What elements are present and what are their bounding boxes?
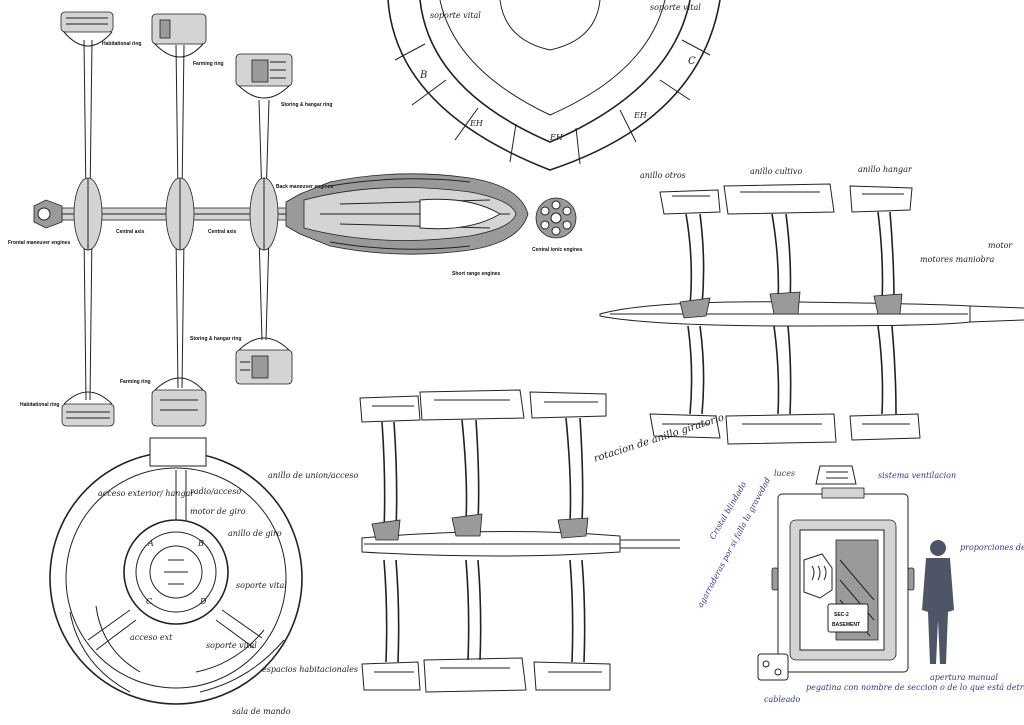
side-sketch-right: anillo otros anillo cultivo anillo hanga… <box>599 165 1024 445</box>
label-motor-edge: motor <box>988 241 1013 250</box>
label-soporte-vital-right: soporte vital <box>650 3 701 12</box>
label-storing-hangar-ring-bottom: Storing & hangar ring <box>190 336 241 342</box>
label-farming-ring-bottom: Farming ring <box>120 379 151 385</box>
label-sector-eh-2: EH <box>549 133 564 142</box>
label-sala-de-mando: sala de mando <box>232 707 291 716</box>
ring-pod-storing-top <box>235 53 293 99</box>
ring-pod-storing-bottom <box>235 337 293 385</box>
central-axis <box>33 177 289 251</box>
label-cableado: cableado <box>764 695 801 704</box>
cross-section-sketch: anillo de union/acceso acceso exterior/ … <box>49 437 358 716</box>
label-espacios-habitacionales: espacios habitacionales <box>262 665 358 674</box>
label-soporte-vital-1: soporte vital <box>236 581 287 590</box>
ring-top-sketch: soporte vital soporte vital B C EH EH EH <box>387 0 721 171</box>
label-anillo-hangar: anillo hangar <box>858 165 913 174</box>
panel-sec-label: SEC-2 <box>834 612 849 618</box>
label-acceso-exterior-hangar: acceso exterior/ hangar <box>98 489 195 498</box>
ring-pod-farming-top <box>151 13 207 58</box>
label-back-maneuver-engines: Back maneuver engines <box>276 184 333 190</box>
ring-pod-habitational-bottom <box>61 391 115 427</box>
label-acceso-ext: acceso ext <box>130 633 173 642</box>
label-sector-d: D <box>199 597 207 606</box>
label-sector-eh-1: EH <box>469 119 484 128</box>
label-apertura-manual: apertura manual <box>930 673 998 682</box>
ring-masts <box>83 39 270 401</box>
label-soporte-vital-2: soporte vital <box>206 641 257 650</box>
label-motor-de-giro: motor de giro <box>190 507 246 516</box>
ring-pod-habitational-top <box>60 11 114 47</box>
label-sector-a: A <box>147 539 154 548</box>
engine-ship-body <box>285 173 529 255</box>
label-frontal-maneuver-engines: Frontal maneuver engines <box>8 240 70 246</box>
label-proporciones-pasillo: proporciones del pasillo <box>960 543 1024 552</box>
middle-sketch: rotacion de anillo giratorio <box>359 389 726 693</box>
label-anillo-otros: anillo otros <box>640 171 686 180</box>
label-sector-b-section: B <box>197 539 204 548</box>
label-sector-c: C <box>688 56 696 67</box>
ring-pod-farming-bottom <box>151 377 207 427</box>
label-pegatina: pegatina con nombre de seccion o de lo q… <box>806 683 1024 692</box>
label-storing-hangar-ring-top: Storing & hangar ring <box>281 102 332 108</box>
label-anillo-de-giro: anillo de giro <box>228 529 282 538</box>
ionic-engines <box>535 197 577 239</box>
label-central-ionic-engines: Central ionic engines <box>532 247 583 253</box>
label-sector-c-section: C <box>146 597 152 606</box>
label-soporte-vital-left: soporte vital <box>430 11 481 20</box>
label-farming-ring-top: Farming ring <box>193 61 224 67</box>
human-silhouette <box>922 540 954 664</box>
label-radio-acceso: radio/acceso <box>190 487 241 496</box>
label-anillo-cultivo: anillo cultivo <box>750 167 802 176</box>
label-motores-maniobra: motores maniobra <box>920 255 994 264</box>
label-habitational-ring-bottom: Habitational ring <box>20 402 59 408</box>
label-sector-b: B <box>419 70 427 81</box>
label-habitational-ring-top: Habitational ring <box>102 41 141 47</box>
label-luces: luces <box>774 469 795 478</box>
panel-basement-label: BASEMENT <box>832 622 860 628</box>
label-anillo-union-acceso: anillo de union/acceso <box>268 471 358 480</box>
label-central-axis-1: Central axis <box>116 229 145 235</box>
label-short-range-engines: Short range engines <box>452 271 501 277</box>
label-central-axis-2: Central axis <box>208 229 237 235</box>
label-sistema-ventilacion: sistema ventilacion <box>878 471 956 480</box>
station-diagram: Habitational ring Farming ring Storing &… <box>8 11 583 427</box>
label-sector-eh-3: EH <box>633 111 648 120</box>
corridor-sketch: SEC-2 BASEMENT luces sistema ventilacion… <box>696 465 1024 704</box>
